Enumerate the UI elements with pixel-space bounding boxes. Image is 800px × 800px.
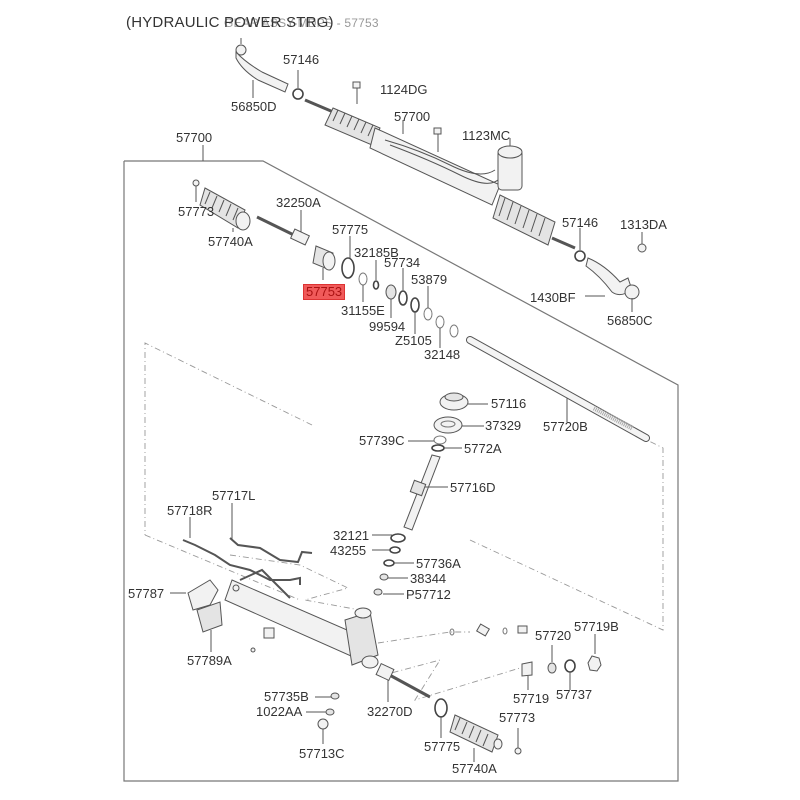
nut-57146-top bbox=[292, 88, 304, 100]
label-57700-frame[interactable]: 57700 bbox=[176, 130, 213, 145]
nut-57719B bbox=[587, 655, 602, 672]
boot-57740A-lower bbox=[449, 714, 499, 753]
assembly-frame bbox=[123, 160, 679, 782]
label-57720[interactable]: 57720 bbox=[535, 628, 572, 643]
label-1123MC[interactable]: 1123MC bbox=[462, 128, 511, 143]
label-38344[interactable]: 38344 bbox=[410, 571, 447, 586]
label-57739C[interactable]: 57739C bbox=[359, 433, 405, 448]
label-57734[interactable]: 57734 bbox=[384, 255, 421, 270]
label-1430BF[interactable]: 1430BF bbox=[530, 290, 576, 305]
label-57787[interactable]: 57787 bbox=[128, 586, 165, 601]
label-32250A[interactable]: 32250A bbox=[276, 195, 321, 210]
inner-tie-rod-32270D bbox=[383, 670, 431, 699]
label-57717L[interactable]: 57717L bbox=[212, 488, 256, 503]
label-57789A[interactable]: 57789A bbox=[187, 653, 232, 668]
label-P57712[interactable]: P57712 bbox=[406, 587, 451, 602]
label-57713C[interactable]: 57713C bbox=[299, 746, 345, 761]
ring-57775-lower bbox=[434, 698, 448, 718]
diagram-title: (HYDRAULIC POWER STRG) bbox=[126, 14, 334, 31]
label-57720B[interactable]: 57720B bbox=[543, 419, 588, 434]
label-57716D[interactable]: 57716D bbox=[450, 480, 496, 495]
pipe-57718R bbox=[182, 539, 301, 585]
label-57700-top[interactable]: 57700 bbox=[394, 109, 431, 124]
label-32121[interactable]: 32121 bbox=[333, 528, 370, 543]
label-57773-upper[interactable]: 57773 bbox=[178, 204, 215, 219]
diagram-overlay-title: GEAR ASSY-MDPS - 57753 bbox=[224, 16, 379, 30]
label-57719B[interactable]: 57719B bbox=[574, 619, 619, 634]
label-31155E[interactable]: 31155E bbox=[341, 303, 385, 318]
label-57719[interactable]: 57719 bbox=[513, 691, 550, 706]
label-57737[interactable]: 57737 bbox=[556, 687, 593, 702]
ring-57775 bbox=[341, 257, 355, 279]
ring-57737 bbox=[564, 659, 576, 673]
bushing-57789A bbox=[196, 601, 223, 633]
label-37329[interactable]: 37329 bbox=[485, 418, 522, 433]
label-57740A-upper[interactable]: 57740A bbox=[208, 234, 253, 249]
nut-57720 bbox=[547, 662, 557, 674]
label-57718R[interactable]: 57718R bbox=[167, 503, 213, 518]
label-Z5105[interactable]: Z5105 bbox=[395, 333, 432, 348]
label-43255[interactable]: 43255 bbox=[330, 543, 367, 558]
clip-57773 bbox=[192, 179, 200, 187]
label-57775-lower[interactable]: 57775 bbox=[424, 739, 461, 754]
label-56850D[interactable]: 56850D bbox=[231, 99, 277, 114]
label-57736A[interactable]: 57736A bbox=[416, 556, 461, 571]
label-99594[interactable]: 99594 bbox=[369, 319, 406, 334]
label-1313DA[interactable]: 1313DA bbox=[620, 217, 667, 232]
seal-37329 bbox=[433, 416, 463, 434]
label-32148[interactable]: 32148 bbox=[424, 347, 461, 362]
pipe-57717L bbox=[229, 537, 313, 564]
nut-57719 bbox=[521, 661, 533, 677]
label-57740A-lower[interactable]: 57740A bbox=[452, 761, 497, 776]
label-53879[interactable]: 53879 bbox=[411, 272, 448, 287]
label-57146-right[interactable]: 57146 bbox=[562, 215, 599, 230]
label-57116[interactable]: 57116 bbox=[491, 396, 527, 411]
tie-rod-end-right bbox=[585, 257, 633, 296]
label-57775-upper[interactable]: 57775 bbox=[332, 222, 369, 237]
label-56850C[interactable]: 56850C bbox=[607, 313, 653, 328]
label-57735B[interactable]: 57735B bbox=[264, 689, 309, 704]
dashed-outline-bottom bbox=[144, 534, 301, 601]
label-1124DG[interactable]: 1124DG bbox=[380, 82, 428, 97]
label-57773-lower[interactable]: 57773 bbox=[499, 710, 536, 725]
nut-57146-right bbox=[574, 250, 586, 262]
label-1022AA[interactable]: 1022AA bbox=[256, 704, 303, 719]
label-5772A[interactable]: 5772A bbox=[464, 441, 502, 456]
label-57753-highlighted[interactable]: 57753 bbox=[303, 284, 346, 300]
dashed-outline-left bbox=[144, 342, 313, 535]
label-57146-top[interactable]: 57146 bbox=[283, 52, 320, 67]
clamp-57787 bbox=[187, 579, 219, 611]
label-32270D[interactable]: 32270D bbox=[367, 704, 413, 719]
dashed-outline-right bbox=[469, 439, 664, 631]
main-rack-assembly-top bbox=[304, 81, 576, 250]
rack-housing-bottom bbox=[224, 579, 379, 669]
rack-bar-57720B bbox=[466, 336, 650, 442]
tie-rod-end-left-drawing bbox=[235, 38, 289, 93]
label-32185B[interactable]: 32185B bbox=[354, 245, 399, 260]
